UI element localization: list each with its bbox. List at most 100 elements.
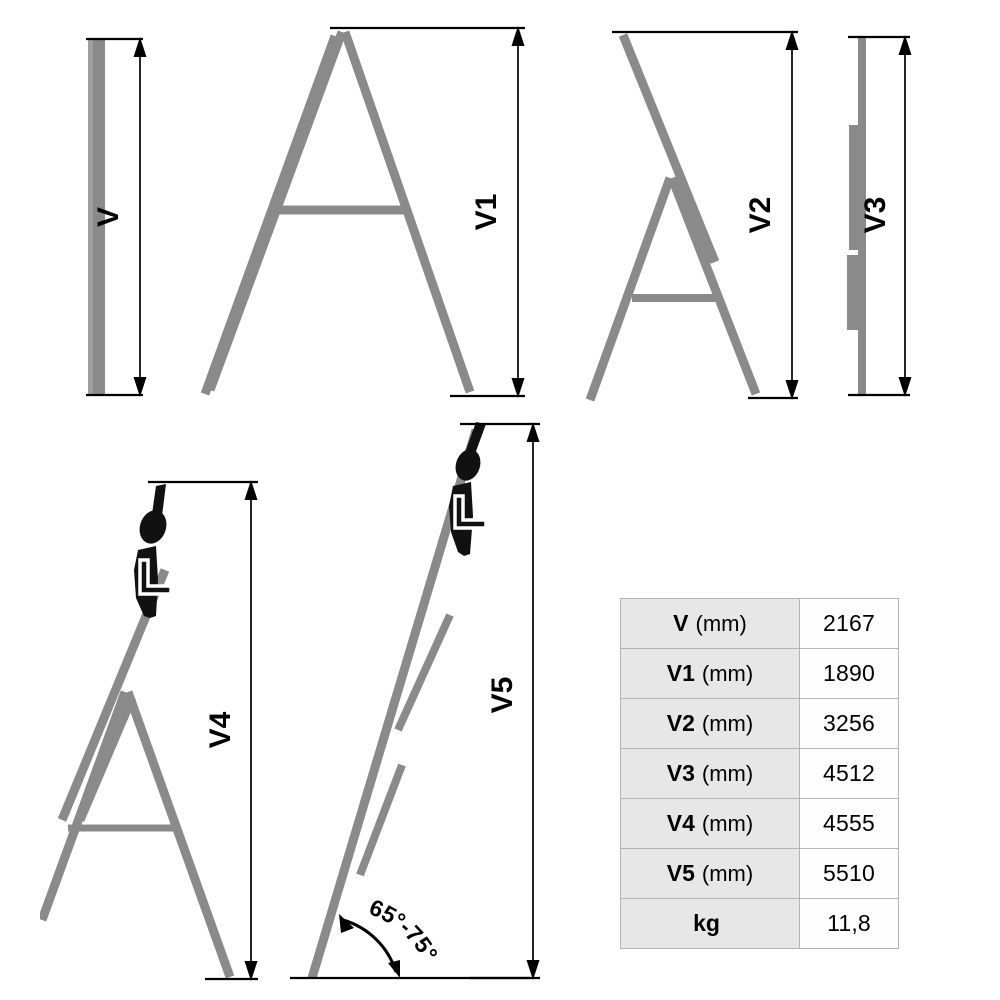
arrowhead-bottom bbox=[785, 380, 799, 400]
table-row: kg 11,8 bbox=[620, 898, 899, 949]
row-value-cell: 4555 bbox=[799, 798, 899, 849]
person-bent-arm bbox=[138, 558, 173, 596]
row-label-cell: V4(mm) bbox=[620, 798, 800, 849]
folded-rail-segment-lower bbox=[847, 255, 859, 330]
angle-arrow-lower bbox=[388, 960, 400, 978]
view-v1-svg: V1 bbox=[200, 26, 525, 398]
view-v5-svg: 65°-75° V5 bbox=[290, 422, 540, 980]
row-symbol: V bbox=[673, 610, 689, 636]
row-value-cell: 11,8 bbox=[799, 898, 899, 949]
row-label-cell: V3(mm) bbox=[620, 748, 800, 799]
dimension-label-v4: V4 bbox=[204, 711, 237, 748]
view-v1-panel: V1 bbox=[180, 10, 540, 410]
table-row: V1(mm) 1890 bbox=[620, 648, 899, 699]
row-symbol: kg bbox=[693, 910, 720, 936]
row-value-cell: 5510 bbox=[799, 848, 899, 899]
rail-right-leg bbox=[123, 690, 235, 979]
row-value: 4555 bbox=[823, 810, 875, 836]
angle-annotation-text: 65°-75° bbox=[366, 894, 443, 965]
row-unit: (mm) bbox=[695, 611, 747, 636]
arrowhead-bottom bbox=[244, 961, 258, 981]
person-figure bbox=[134, 484, 173, 618]
row-unit: (mm) bbox=[701, 861, 754, 886]
specifications-table-body: V(mm) 2167 V1(mm) 1890 V2(mm) 32 bbox=[620, 598, 899, 949]
arrowhead-top bbox=[133, 37, 147, 57]
person-bent-arm bbox=[453, 494, 488, 530]
view-v-svg: V bbox=[86, 37, 147, 397]
row-label-cell: V1(mm) bbox=[620, 648, 800, 699]
view-v2-panel: V2 bbox=[560, 10, 830, 410]
row-value-cell: 4512 bbox=[799, 748, 899, 799]
arrowhead-top bbox=[511, 26, 525, 46]
arrowhead-bottom bbox=[526, 960, 540, 980]
rail-extension-lower bbox=[356, 763, 406, 877]
view-v3-panel: V3 bbox=[820, 10, 1000, 410]
row-label-cell: kg bbox=[620, 898, 800, 949]
row-symbol: V5 bbox=[666, 860, 695, 886]
arrowhead-bottom bbox=[898, 377, 912, 397]
row-value-cell: 3256 bbox=[799, 698, 899, 749]
rail-leaning-main bbox=[307, 428, 481, 980]
row-symbol: V1 bbox=[666, 660, 695, 686]
a-frame-side-rails bbox=[585, 33, 761, 402]
folded-rail-main bbox=[858, 38, 866, 396]
arrowhead-bottom bbox=[511, 378, 525, 398]
folded-rail-segment-upper bbox=[849, 125, 861, 250]
row-unit: (mm) bbox=[701, 761, 754, 786]
row-symbol: V3 bbox=[666, 760, 695, 786]
person-raised-hand bbox=[152, 484, 166, 516]
row-symbol: V2 bbox=[666, 710, 695, 736]
row-value: 2167 bbox=[823, 610, 875, 636]
arrowhead-top bbox=[244, 480, 258, 500]
person-head bbox=[455, 449, 481, 481]
row-label-cell: V5(mm) bbox=[620, 848, 800, 899]
view-v3-svg: V3 bbox=[847, 35, 912, 397]
row-value: 5510 bbox=[823, 860, 875, 886]
table-row: V2(mm) 3256 bbox=[620, 698, 899, 749]
row-value: 3256 bbox=[823, 710, 875, 736]
person-raised-hand bbox=[466, 422, 486, 454]
person-head bbox=[139, 510, 167, 544]
person-figure bbox=[449, 422, 488, 556]
arrowhead-bottom bbox=[133, 377, 147, 397]
table-row: V3(mm) 4512 bbox=[620, 748, 899, 799]
a-frame-person-rails bbox=[40, 568, 235, 979]
view-v-panel: V bbox=[60, 10, 250, 410]
dimension-label-v: V bbox=[92, 207, 125, 227]
arrowhead-top bbox=[785, 30, 799, 50]
arrowhead-top bbox=[898, 35, 912, 55]
rail-left-leg bbox=[585, 176, 675, 402]
specifications-table: V(mm) 2167 V1(mm) 1890 V2(mm) 32 bbox=[620, 598, 899, 949]
rail-extension-upper bbox=[618, 33, 720, 264]
arrowhead-top bbox=[526, 422, 540, 442]
row-value-cell: 1890 bbox=[799, 648, 899, 699]
view-v4-svg: V4 bbox=[40, 480, 258, 981]
row-value: 4512 bbox=[823, 760, 875, 786]
rail-extension-inner bbox=[673, 180, 715, 265]
table-row: V4(mm) 4555 bbox=[620, 798, 899, 849]
row-symbol: V4 bbox=[666, 810, 695, 836]
angle-arrow-upper bbox=[339, 914, 354, 933]
row-value: 1890 bbox=[823, 660, 875, 686]
dimension-label-v1: V1 bbox=[470, 194, 503, 231]
rail-extension-upper bbox=[394, 613, 454, 732]
row-label-cell: V2(mm) bbox=[620, 698, 800, 749]
ladder-rail-highlight bbox=[88, 38, 93, 396]
view-v5-panel: 65°-75° V5 bbox=[290, 420, 590, 1000]
row-value: 11,8 bbox=[827, 910, 871, 936]
table-row: V(mm) 2167 bbox=[620, 598, 899, 649]
rail-right bbox=[340, 30, 475, 394]
dimension-label-v2: V2 bbox=[744, 197, 777, 234]
view-v4-panel: V4 bbox=[40, 420, 330, 1000]
view-v2-svg: V2 bbox=[585, 30, 799, 402]
rail-left-rear bbox=[200, 34, 340, 396]
row-unit: (mm) bbox=[701, 661, 754, 686]
row-unit: (mm) bbox=[701, 711, 754, 736]
row-unit: (mm) bbox=[701, 811, 754, 836]
row-value-cell: 2167 bbox=[799, 598, 899, 649]
rail-climb-inner bbox=[75, 696, 137, 822]
table-row: V5(mm) 5510 bbox=[620, 848, 899, 899]
row-label-cell: V(mm) bbox=[620, 598, 800, 649]
dimension-label-v3: V3 bbox=[859, 197, 892, 234]
